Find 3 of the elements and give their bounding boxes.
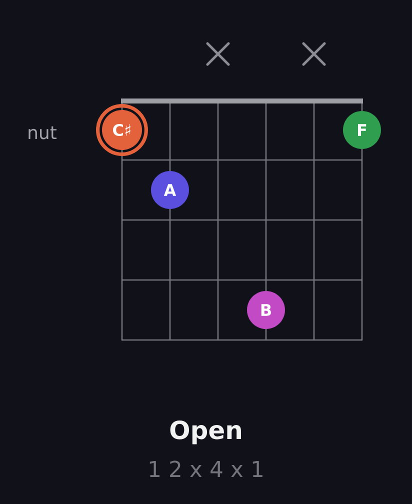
chord-title: Open xyxy=(170,420,241,444)
nut-label: nut xyxy=(28,126,57,140)
fingering-label: 1 2 x 4 x 1 xyxy=(150,460,262,477)
